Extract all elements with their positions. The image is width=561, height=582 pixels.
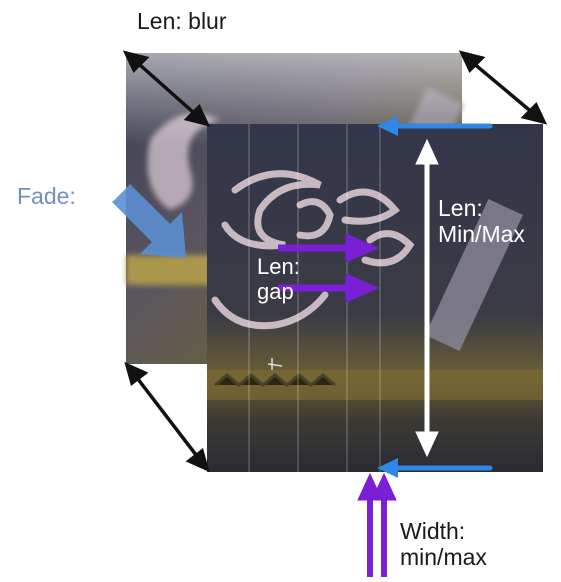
label-len-gap-line2: gap (257, 279, 294, 305)
blur-arrow-bottom-left (124, 361, 210, 473)
gap-arrows (278, 233, 380, 303)
cursor-mark (267, 358, 283, 370)
blur-arrow-top-left (122, 50, 211, 127)
label-len-blur: Len: blur (137, 8, 227, 34)
label-len-minmax: Len: Min/Max (438, 195, 525, 248)
label-len-gap-line1: Len: (257, 254, 300, 279)
blur-arrow-top-right (458, 50, 548, 125)
gap-arrow-lower (278, 273, 380, 303)
label-fade: Fade: (17, 183, 76, 209)
blue-arrow-bottom (377, 458, 493, 478)
blue-arrow-top (377, 116, 493, 136)
minmax-arrow (415, 138, 439, 458)
label-len-gap: Len: gap (257, 254, 300, 305)
width-arrows (357, 472, 397, 577)
label-width-line2: min/max (400, 544, 487, 571)
fade-arrow (112, 184, 186, 258)
label-width-line1: Width: (400, 518, 466, 544)
label-width-minmax: Width: min/max (400, 518, 487, 571)
gap-arrow-upper (278, 233, 380, 263)
blur-arrows (122, 50, 548, 473)
label-len-minmax-line2: Min/Max (438, 221, 525, 248)
label-len-minmax-line1: Len: (438, 195, 483, 221)
front-image-panel (207, 124, 543, 472)
